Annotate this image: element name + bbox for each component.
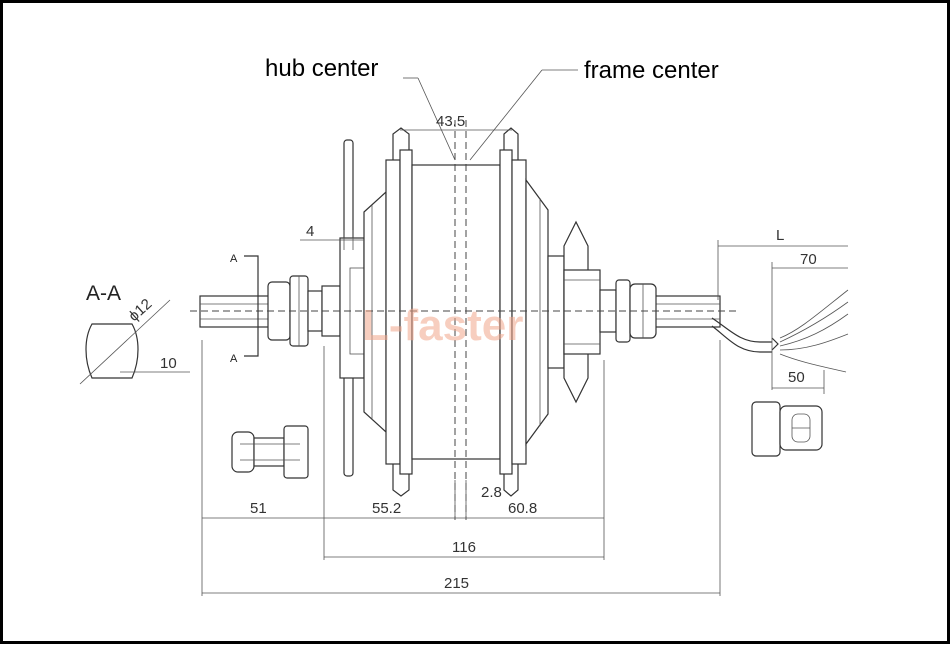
dim-43-5: 43.5 xyxy=(436,113,465,130)
axle-section-view xyxy=(79,299,190,385)
dim-L: L xyxy=(776,227,784,244)
left-nut-detail xyxy=(231,425,309,479)
dim-70: 70 xyxy=(800,251,817,268)
dim-60-8: 60.8 xyxy=(508,500,537,517)
dim-51: 51 xyxy=(250,500,267,517)
section-mark-bottom: A xyxy=(230,353,238,365)
hub-center-label: hub center xyxy=(265,55,378,82)
section-title: A-A xyxy=(86,282,121,305)
hub-center-leader xyxy=(417,77,456,161)
dim-phi12: ϕ12 xyxy=(125,296,155,325)
dim-55-2: 55.2 xyxy=(372,500,401,517)
dim-116: 116 xyxy=(452,539,476,556)
section-mark-top: A xyxy=(230,253,238,265)
dim-50: 50 xyxy=(788,369,805,386)
watermark: L-faster xyxy=(362,301,523,350)
dim-10: 10 xyxy=(160,355,177,372)
hub-shell xyxy=(363,127,549,497)
dim-2-8: 2.8 xyxy=(481,484,502,501)
right-nut-detail xyxy=(751,401,823,457)
dim-215: 215 xyxy=(444,575,469,592)
dim-4: 4 xyxy=(306,223,314,240)
frame-center-leader xyxy=(469,69,543,161)
cable xyxy=(711,289,849,373)
section-cut-mark xyxy=(244,255,259,357)
freewheel xyxy=(547,220,601,404)
left-axle-nut xyxy=(267,275,341,347)
brake-disc xyxy=(339,139,365,477)
frame-center-label: frame center xyxy=(584,57,719,84)
